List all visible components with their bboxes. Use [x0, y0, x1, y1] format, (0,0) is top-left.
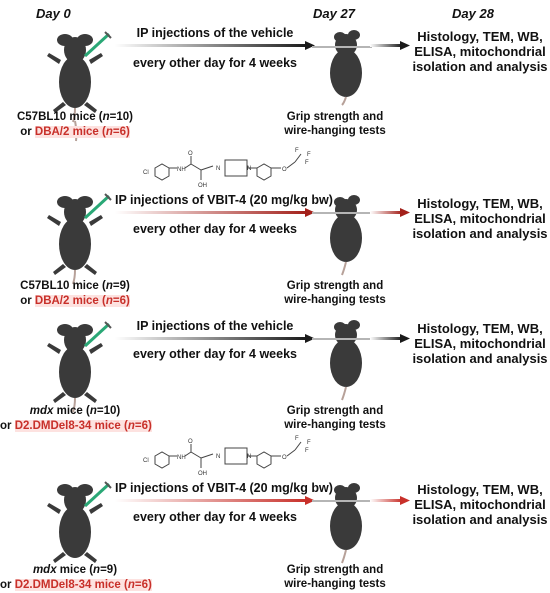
header-day28: Day 28: [452, 6, 494, 21]
svg-text:F: F: [305, 448, 309, 454]
day27-arrow: [370, 496, 410, 505]
svg-text:O: O: [282, 167, 287, 173]
svg-text:F: F: [307, 152, 311, 158]
cohort-label-4: mdx mice (n=9) or D2.DMDel8-34 mice (n=6…: [0, 564, 152, 591]
svg-text:Cl: Cl: [143, 458, 149, 464]
vehicle-label: IP injections of the vehicle: [136, 26, 294, 40]
grip-mouse-icon: [330, 483, 362, 564]
mouse-icon: [47, 34, 103, 123]
svg-text:O: O: [188, 151, 193, 157]
tests-text: Grip strength and wire-hanging tests: [284, 111, 386, 137]
mouse-icon: [47, 196, 103, 285]
svg-text:O: O: [282, 455, 287, 461]
tests-text: Grip strength and wire-hanging tests: [284, 280, 386, 306]
day27-arrow: [370, 208, 410, 217]
syringe-icon: [83, 321, 112, 348]
schedule-label: every other day for 4 weeks: [133, 347, 297, 361]
drug-label: IP injections of VBIT-4 (20 mg/kg bw): [115, 193, 333, 207]
grip-mouse-icon: [330, 195, 362, 276]
drug-arrow: [115, 208, 315, 217]
drug-label: IP injections of VBIT-4 (20 mg/kg bw): [115, 481, 333, 495]
svg-text:F: F: [305, 160, 309, 166]
svg-text:OH: OH: [198, 183, 207, 189]
outcome-text: Histology, TEM, WB, ELISA, mitochondrial…: [412, 321, 548, 366]
cohort-label-3: mdx mice (n=10) or D2.DMDel8-34 mice (n=…: [0, 405, 152, 432]
header-day0: Day 0: [36, 6, 71, 21]
svg-text:F: F: [307, 440, 311, 446]
tests-text: Grip strength and wire-hanging tests: [284, 405, 386, 431]
vehicle-arrow: [115, 41, 315, 50]
drug-arrow: [115, 496, 315, 505]
outcome-text: Histology, TEM, WB, ELISA, mitochondrial…: [412, 482, 548, 527]
svg-text:O: O: [188, 439, 193, 445]
grip-bar-icon: [312, 500, 372, 502]
svg-text:Cl: Cl: [143, 170, 149, 176]
svg-text:NH: NH: [177, 455, 186, 461]
grip-bar-icon: [312, 338, 372, 340]
vehicle-label: IP injections of the vehicle: [136, 319, 294, 333]
grip-mouse-icon: [330, 320, 362, 401]
syringe-icon: [83, 481, 112, 508]
svg-text:OH: OH: [198, 471, 207, 477]
svg-text:F: F: [295, 148, 299, 154]
cohort-label-1: C57BL10 mice (n=10) or DBA/2 mice (n=6): [16, 111, 134, 138]
schedule-label: every other day for 4 weeks: [133, 222, 297, 236]
outcome-text: Histology, TEM, WB, ELISA, mitochondrial…: [412, 196, 548, 241]
schedule-label: every other day for 4 weeks: [133, 56, 297, 70]
grip-bar-icon: [312, 46, 372, 48]
svg-text:N: N: [216, 454, 220, 460]
svg-text:N: N: [247, 166, 251, 172]
mouse-icon: [47, 484, 103, 563]
svg-text:N: N: [216, 166, 220, 172]
schedule-label: every other day for 4 weeks: [133, 510, 297, 524]
mouse-icon: [47, 324, 103, 413]
svg-text:F: F: [295, 436, 299, 442]
grip-bar-icon: [312, 212, 372, 214]
cohort-label-2: C57BL10 mice (n=9) or DBA/2 mice (n=6): [20, 280, 130, 307]
day27-arrow: [370, 334, 410, 343]
vehicle-arrow: [115, 334, 315, 343]
tests-text: Grip strength and wire-hanging tests: [284, 564, 386, 590]
outcome-text: Histology, TEM, WB, ELISA, mitochondrial…: [412, 29, 548, 74]
day27-arrow: [370, 41, 410, 50]
syringe-icon: [83, 31, 112, 58]
grip-mouse-icon: [330, 30, 362, 106]
svg-text:N: N: [247, 454, 251, 460]
svg-text:NH: NH: [177, 167, 186, 173]
header-day27: Day 27: [313, 6, 355, 21]
syringe-icon: [83, 193, 112, 220]
